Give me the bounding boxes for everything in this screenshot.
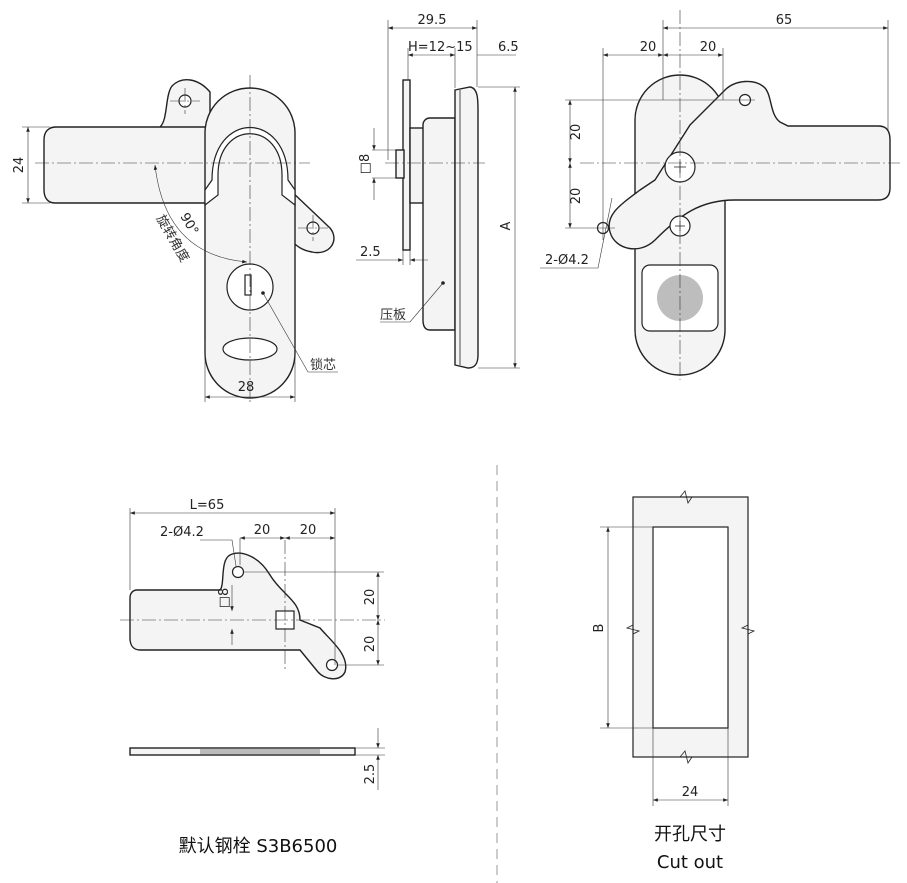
- dim-29-5: 29.5: [418, 13, 447, 28]
- cutout-view: B 24 开孔尺寸 Cut out: [592, 490, 756, 873]
- cutout-hole: [652, 526, 729, 729]
- dim-l-65: L=65: [190, 498, 225, 513]
- dim-2-5: 2.5: [360, 245, 381, 260]
- dim-a: A: [499, 221, 514, 230]
- dim-20-left: 20: [254, 523, 271, 538]
- cutout-caption-en: Cut out: [657, 852, 723, 873]
- front-view: 24 28 90° 旋转角度 锁芯: [12, 75, 338, 405]
- cam-view: L=65 2-Ø4.2 20 20 20 20 □8 2.5 默认钢栓 S3B6…: [120, 498, 385, 857]
- dim-20-up: 20: [569, 124, 584, 141]
- dim-6-5: 6.5: [498, 40, 519, 55]
- dim-28: 28: [238, 380, 255, 395]
- cam-caption: 默认钢栓 S3B6500: [179, 836, 338, 857]
- lock-core-label: 锁芯: [310, 357, 336, 373]
- dim-65: 65: [776, 13, 793, 28]
- dim-24: 24: [12, 157, 27, 174]
- pressure-plate: [422, 117, 456, 331]
- dim-20-left: 20: [640, 40, 657, 55]
- dim-h: H=12~15: [408, 40, 473, 55]
- handle-back: [608, 80, 891, 250]
- dim-20-down: 20: [363, 636, 378, 653]
- dim-20-up: 20: [363, 589, 378, 606]
- dim-20-right: 20: [700, 40, 717, 55]
- holes-label: 2-Ø4.2: [545, 253, 589, 268]
- dim-24: 24: [682, 785, 699, 800]
- key-slot-icon: [244, 274, 252, 296]
- dim-20-down: 20: [569, 188, 584, 205]
- handle-tab: [289, 188, 335, 254]
- side-view: 29.5 H=12~15 6.5 □8 2.5 A 压板: [356, 13, 520, 369]
- dim-square-8: □8: [358, 154, 373, 175]
- angle-value: 90°: [177, 211, 202, 238]
- dim-square-8: □8: [217, 588, 232, 609]
- mount-hole-icon: [231, 565, 245, 579]
- holes-label: 2-Ø4.2: [160, 525, 204, 540]
- mount-hole-icon: [325, 658, 339, 672]
- dim-20-right: 20: [300, 523, 317, 538]
- cutout-caption-cn: 开孔尺寸: [654, 824, 726, 845]
- back-view: 65 20 20 20 20 2-Ø4.2: [540, 10, 900, 380]
- plate-label: 压板: [380, 308, 406, 323]
- housing-flange: [454, 86, 479, 369]
- dim-2-5: 2.5: [363, 764, 378, 785]
- steel-cam: [129, 552, 347, 680]
- dim-b: B: [592, 624, 607, 633]
